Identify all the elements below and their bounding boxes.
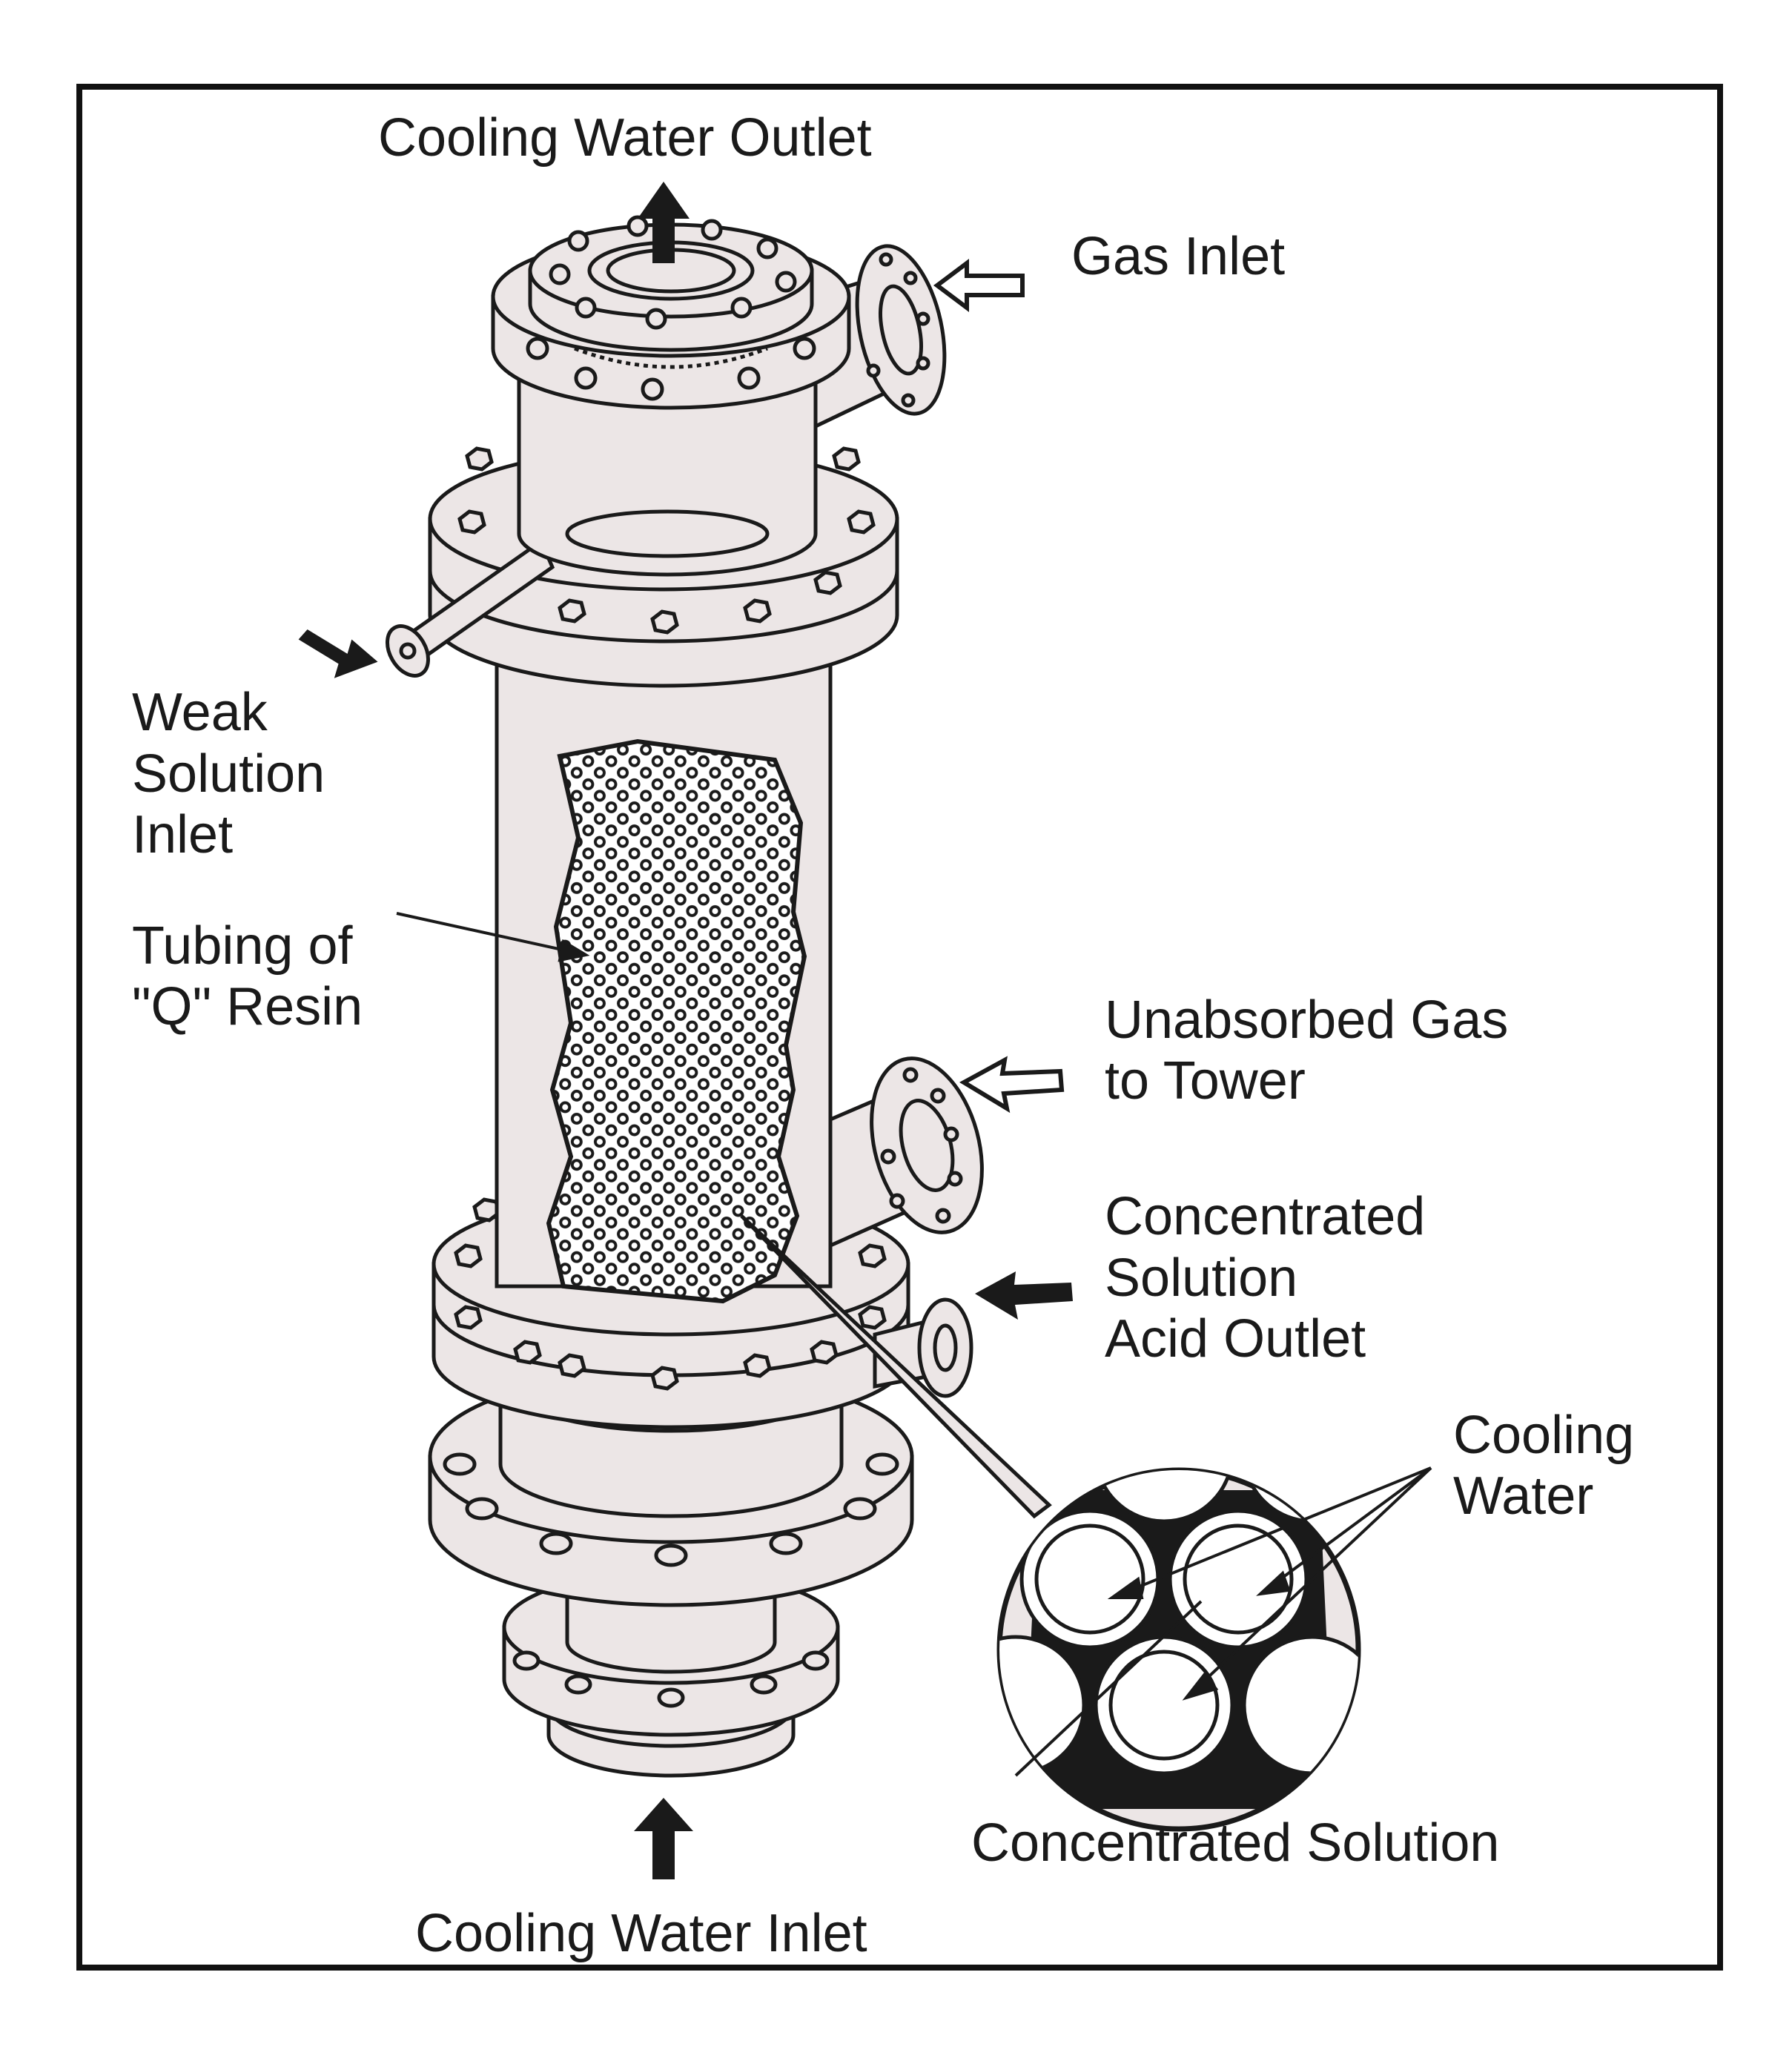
unabsorbed-gas-nozzle (828, 1056, 984, 1248)
cooling-water-inlet-arrow (634, 1798, 693, 1879)
cooling-water-outlet-arrow (638, 182, 690, 263)
label-weak-solution-inlet-line1: Weak (132, 683, 268, 742)
label-cooling-water-inlet: Cooling Water Inlet (415, 1904, 867, 1963)
unabsorbed-gas-arrow (959, 1056, 1065, 1114)
label-gas-inlet: Gas Inlet (1071, 227, 1285, 286)
label-acid-outlet-line1: Concentrated (1105, 1187, 1425, 1246)
label-tubing-line2: "Q" Resin (132, 977, 363, 1036)
leader-lines (396, 912, 1432, 1777)
flow-arrows (298, 182, 1073, 1879)
label-concentrated-solution: Concentrated Solution (971, 1813, 1499, 1873)
label-tubing-line1: Tubing of (132, 916, 354, 976)
top-header (517, 372, 818, 577)
label-acid-outlet-line3: Acid Outlet (1105, 1309, 1366, 1369)
label-weak-solution-inlet-line3: Inlet (132, 805, 233, 864)
label-unabsorbed-gas-line2: to Tower (1105, 1051, 1306, 1111)
label-weak-solution-inlet-line2: Solution (132, 744, 325, 804)
tubing-cutaway (546, 738, 807, 1304)
acid-outlet-arrow (975, 1271, 1073, 1320)
label-unabsorbed-gas-line1: Unabsorbed Gas (1105, 990, 1508, 1050)
weak-solution-inlet-arrow (298, 629, 378, 678)
label-cooling-water-line2: Water (1453, 1466, 1593, 1526)
diagram-frame (76, 84, 1723, 1971)
gas-inlet-arrow (933, 259, 1025, 312)
label-cooling-water-line1: Cooling (1453, 1406, 1634, 1465)
top-flange (491, 215, 851, 410)
label-acid-outlet-line2: Solution (1105, 1248, 1297, 1308)
label-cooling-water-outlet: Cooling Water Outlet (378, 108, 872, 168)
